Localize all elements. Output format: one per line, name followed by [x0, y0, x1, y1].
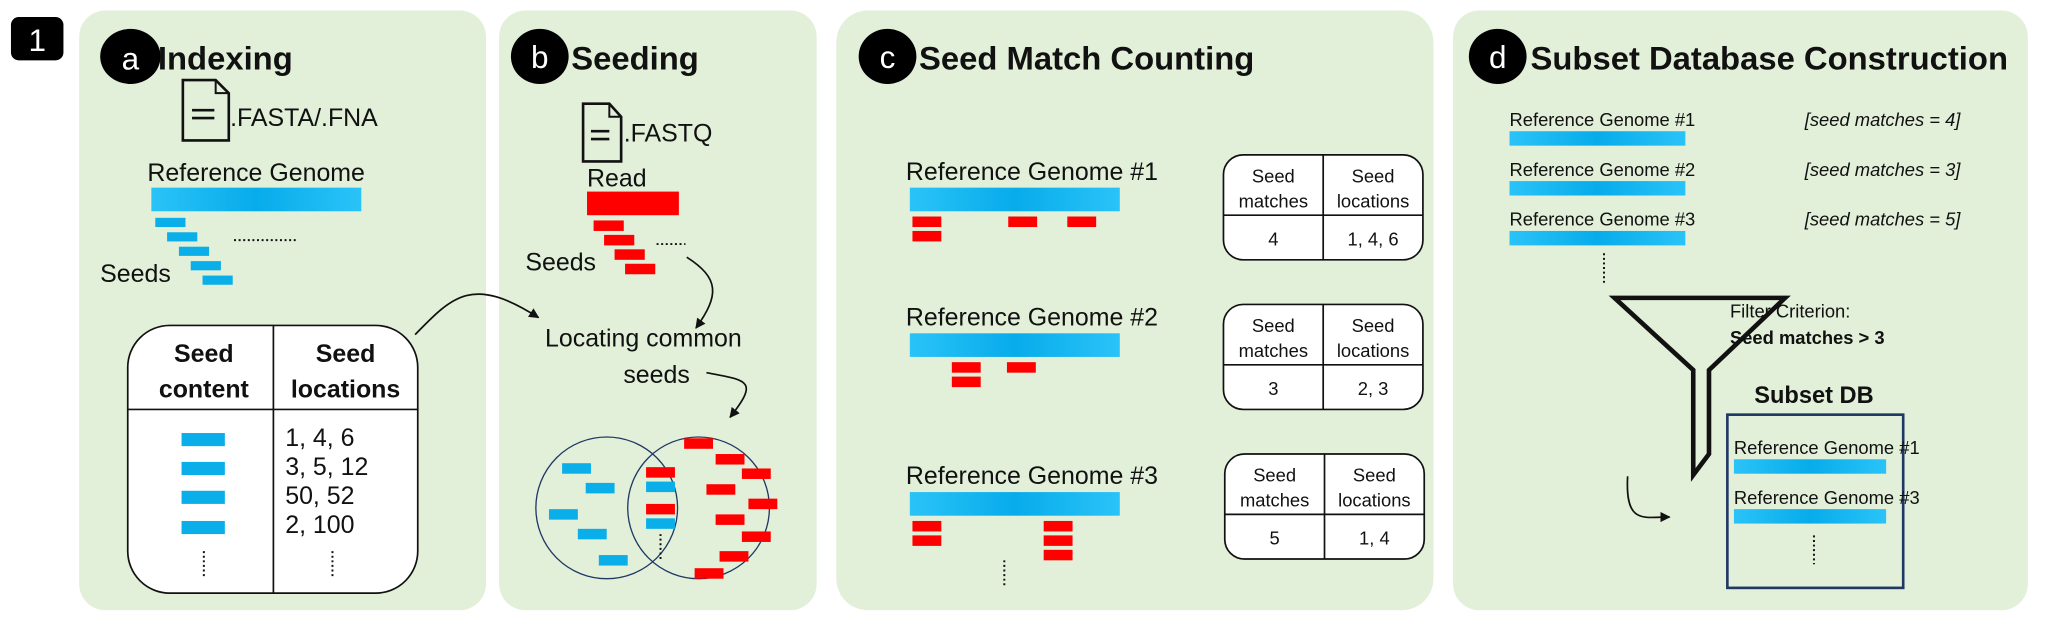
panel-letter-badge: [510, 28, 569, 84]
panel-letter: d: [1489, 39, 1507, 75]
seed-matches-value: 3: [1268, 378, 1278, 399]
genome-label: Reference Genome #3: [1510, 209, 1696, 230]
genome-bar: [151, 187, 362, 212]
document-icon: [181, 78, 231, 142]
filter-rule: Seed matches > 3: [1730, 327, 1885, 348]
table-header: Seed: [1252, 315, 1295, 336]
seed-matches-value: 4: [1268, 228, 1278, 249]
genome-label: Reference Genome: [147, 159, 364, 187]
panel-indexing: a Indexing .FASTA/.FNA Reference Genome …: [79, 10, 486, 611]
arrow: [1626, 476, 1671, 523]
table-header: Seed: [1353, 465, 1396, 486]
venn-diagram: [535, 436, 778, 580]
seeds-label: Seeds: [525, 248, 596, 276]
arrow: [686, 256, 714, 329]
seed-bars: [155, 217, 233, 285]
genome-label: Reference Genome #2: [1510, 159, 1696, 180]
table-cell: 3, 5, 12: [285, 453, 368, 481]
panel-seed-match-counting: c Seed Match Counting Reference Genome #…: [836, 10, 1434, 611]
seeds-label: Seeds: [100, 260, 171, 288]
table-header: matches: [1239, 190, 1308, 211]
seed-index-table: Seed content Seed locations 1, 4, 6 3, 5…: [126, 324, 419, 594]
table-header: matches: [1239, 340, 1308, 361]
file-extension: .FASTA/.FNA: [230, 104, 378, 132]
figure-badge: 1: [10, 17, 64, 61]
panel-letter-badge: [1468, 28, 1527, 84]
panel-subset-database: d Subset Database Construction Reference…: [1453, 10, 2028, 611]
panel-letter: a: [122, 41, 140, 77]
genome-label: Reference Genome #3: [906, 462, 1158, 490]
filter-label: Filter Criterion:: [1730, 301, 1850, 322]
table-header: Seed: [316, 340, 376, 368]
panel-title: Indexing: [158, 40, 293, 77]
table-header: locations: [1338, 490, 1410, 511]
table-cell: 50, 52: [285, 482, 354, 510]
table-cell: 2, 100: [285, 511, 354, 539]
panel-title: Seed Match Counting: [919, 40, 1254, 77]
table-header: Seed: [174, 340, 234, 368]
seed-match-note: [seed matches = 5]: [1804, 209, 1962, 230]
document-icon: [581, 102, 623, 163]
read-bar: [587, 191, 679, 216]
table-header: Seed: [1253, 465, 1296, 486]
seed-match-note: [seed matches = 4]: [1804, 109, 1962, 130]
read-seed-bars: [593, 220, 656, 275]
seed-locations-value: 1, 4: [1359, 528, 1390, 549]
subset-item: Reference Genome #1: [1734, 437, 1920, 458]
panel-seeding: b Seeding .FASTQ Read Seeds Locating com…: [499, 10, 817, 611]
panel-letter: c: [880, 39, 896, 75]
genome-label: Reference Genome #1: [906, 158, 1158, 186]
table-header: Seed: [1352, 315, 1395, 336]
file-extension: .FASTQ: [624, 120, 713, 148]
locating-label: Locating common: [545, 324, 742, 352]
subset-item: Reference Genome #3: [1734, 487, 1920, 508]
figure-number: 1: [28, 22, 46, 58]
table-header: matches: [1240, 490, 1309, 511]
table-header: locations: [1337, 340, 1409, 361]
subset-db-title: Subset DB: [1754, 383, 1873, 409]
table-header: locations: [291, 376, 400, 404]
funnel-icon: [1608, 295, 1791, 482]
locating-label: seeds: [623, 361, 690, 389]
table-header: locations: [1337, 190, 1409, 211]
genome-row: Reference Genome #2 Seed matches Seed lo…: [906, 303, 1424, 411]
table-header: Seed: [1252, 165, 1295, 186]
arrow: [706, 371, 748, 419]
read-label: Read: [587, 164, 647, 192]
genome-label: Reference Genome #1: [1510, 109, 1696, 130]
seed-match-note: [seed matches = 3]: [1804, 159, 1962, 180]
seed-locations-value: 1, 4, 6: [1348, 228, 1399, 249]
panel-letter-badge: [100, 28, 161, 84]
arrow: [414, 293, 540, 336]
genome-label: Reference Genome #2: [906, 303, 1158, 331]
panel-letter-badge: [858, 28, 917, 84]
genome-row: Reference Genome #3 Seed matches Seed lo…: [906, 453, 1426, 586]
genome-row: Reference Genome #1 Seed matches Seed lo…: [906, 153, 1424, 261]
table-header: content: [159, 376, 249, 404]
table-cell: 1, 4, 6: [285, 424, 354, 452]
seed-locations-value: 2, 3: [1358, 378, 1389, 399]
table-header: Seed: [1352, 165, 1395, 186]
panel-title: Seeding: [571, 40, 699, 77]
seed-matches-value: 5: [1270, 528, 1280, 549]
panel-title: Subset Database Construction: [1531, 40, 2008, 77]
subset-db-box: Reference Genome #1 Reference Genome #3: [1726, 413, 1920, 590]
panel-letter: b: [531, 39, 549, 75]
